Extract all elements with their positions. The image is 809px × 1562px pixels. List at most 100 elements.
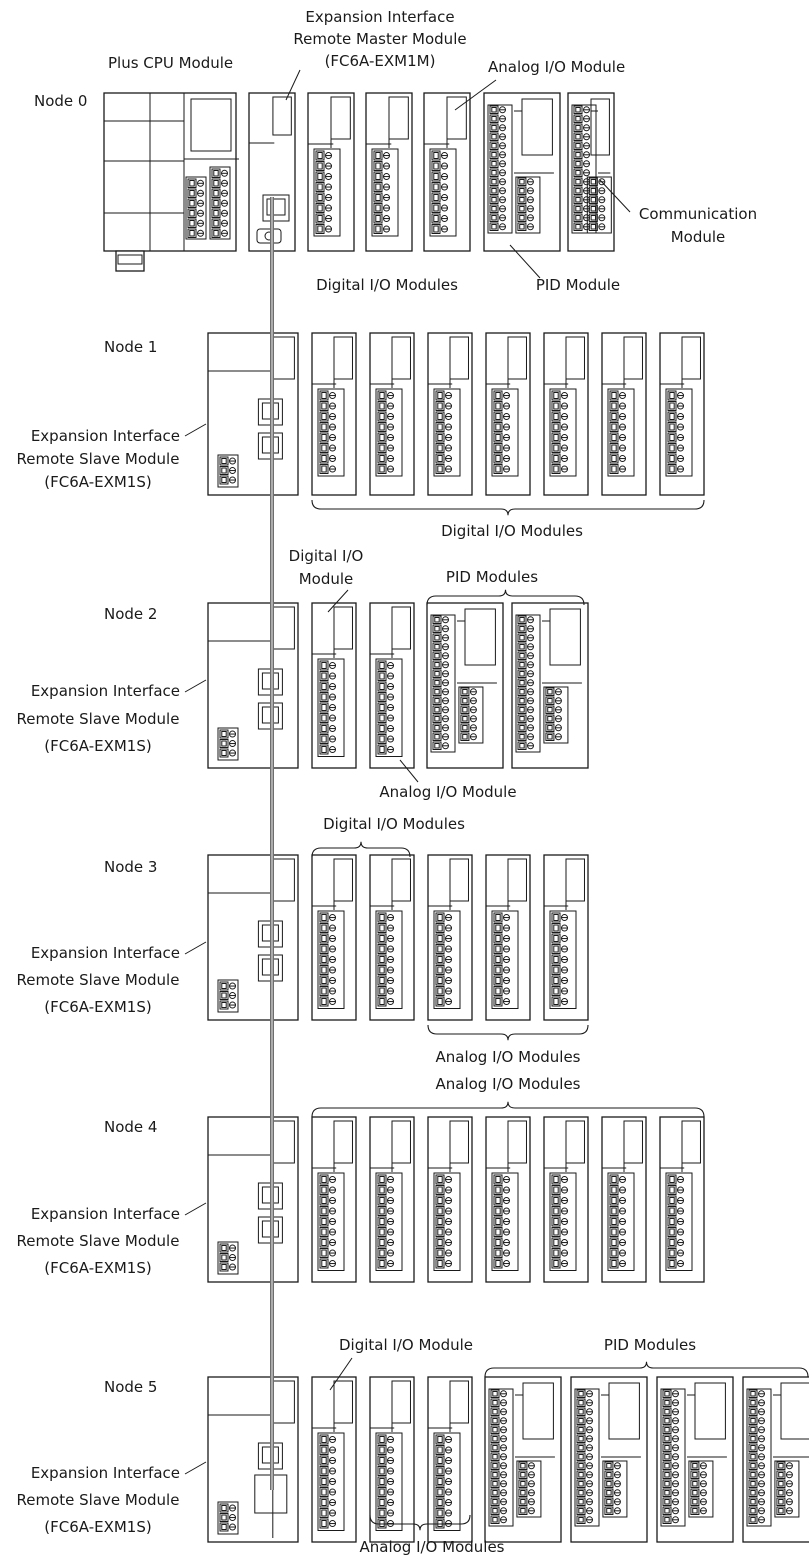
node2-slave-line3: (FC6A-EXM1S) (44, 737, 151, 755)
node3-slave-line3: (FC6A-EXM1S) (44, 998, 151, 1016)
node4-analog-module-3 (427, 1116, 473, 1283)
node1-slave-line1: Expansion Interface (31, 427, 180, 445)
master-callout (285, 69, 301, 101)
node4-slave-callout (184, 1202, 207, 1216)
node-4-label: Node 4 (104, 1118, 157, 1136)
node3-digital-label: Digital I/O Modules (323, 815, 465, 833)
node5-analog-label: Analog I/O Modules (359, 1538, 504, 1556)
node5-analog-module-2 (427, 1376, 473, 1543)
node1-digital-label: Digital I/O Modules (441, 522, 583, 540)
node4-analog-label: Analog I/O Modules (435, 1075, 580, 1093)
node0-pid-label: PID Module (536, 276, 620, 294)
node4-analog-module-5 (543, 1116, 589, 1283)
node3-analog-brace (427, 1024, 589, 1041)
node1-digital-module-7 (659, 332, 705, 496)
node5-remote-slave-module (207, 1376, 299, 1543)
remote-master-module (248, 92, 296, 252)
node1-digital-module-1 (311, 332, 357, 496)
node5-analog-module-1 (369, 1376, 415, 1543)
node3-slave-callout (184, 941, 207, 955)
node4-analog-module-4 (485, 1116, 531, 1283)
node5-analog-brace (369, 1514, 471, 1531)
node2-digital-callout (327, 589, 349, 613)
node5-slave-line3: (FC6A-EXM1S) (44, 1518, 151, 1536)
node2-slave-line1: Expansion Interface (31, 682, 180, 700)
node3-analog-module-2 (485, 854, 531, 1021)
plus-cpu-module (103, 92, 239, 272)
node5-pid-label: PID Modules (604, 1336, 696, 1354)
node3-digital-module-2 (369, 854, 415, 1021)
comm-label-line1: Communication (639, 205, 757, 223)
node1-digital-module-2 (369, 332, 415, 496)
node5-digital-callout (329, 1357, 353, 1391)
node2-analog-callout (399, 759, 419, 783)
master-label-line2: Remote Master Module (293, 30, 466, 48)
node2-digital-module (311, 602, 357, 769)
node4-analog-module-2 (369, 1116, 415, 1283)
node4-slave-line2: Remote Slave Module (17, 1232, 180, 1250)
node5-pid-module-2 (570, 1376, 648, 1543)
node0-digital-label: Digital I/O Modules (316, 276, 458, 294)
node1-digital-module-5 (543, 332, 589, 496)
node0-analog-label: Analog I/O Module (488, 58, 625, 76)
node4-analog-module-7 (659, 1116, 705, 1283)
pid-callout (509, 244, 541, 279)
node0-communication-module (567, 92, 615, 252)
master-label-line3: (FC6A-EXM1M) (325, 52, 436, 70)
node3-analog-label: Analog I/O Modules (435, 1048, 580, 1066)
node2-analog-module (369, 602, 415, 769)
node2-pid-module-1 (426, 602, 504, 769)
node5-pid-module-1 (484, 1376, 562, 1543)
node-0-label: Node 0 (34, 92, 87, 110)
comm-label-line2: Module (671, 228, 726, 246)
node5-pid-module-3 (656, 1376, 734, 1543)
node4-analog-module-6 (601, 1116, 647, 1283)
node1-slave-line2: Remote Slave Module (17, 450, 180, 468)
node3-analog-module-1 (427, 854, 473, 1021)
node3-slave-line2: Remote Slave Module (17, 971, 180, 989)
master-label-line1: Expansion Interface (305, 8, 454, 26)
node3-analog-module-3 (543, 854, 589, 1021)
node5-slave-line1: Expansion Interface (31, 1464, 180, 1482)
node3-slave-line1: Expansion Interface (31, 944, 180, 962)
node-1-label: Node 1 (104, 338, 157, 356)
node5-digital-module (311, 1376, 357, 1543)
node0-digital-module-1 (307, 92, 355, 252)
node0-digital-module-2 (365, 92, 413, 252)
node0-analog-callout (454, 79, 497, 111)
node2-pid-module-2 (511, 602, 589, 769)
node0-pid-module (483, 92, 561, 252)
node2-pid-brace (426, 589, 585, 606)
node5-slave-line2: Remote Slave Module (17, 1491, 180, 1509)
node1-slave-line3: (FC6A-EXM1S) (44, 473, 151, 491)
comm-callout (599, 179, 631, 213)
node3-digital-module-1 (311, 854, 357, 1021)
node1-digital-brace (311, 499, 705, 516)
node2-pid-label: PID Modules (446, 568, 538, 586)
node0-analog-module (423, 92, 471, 252)
node5-digital-label: Digital I/O Module (339, 1336, 473, 1354)
node-3-label: Node 3 (104, 858, 157, 876)
node5-slave-callout (184, 1461, 207, 1475)
node4-slave-line1: Expansion Interface (31, 1205, 180, 1223)
node4-analog-brace (311, 1101, 705, 1118)
node1-digital-module-4 (485, 332, 531, 496)
node2-slave-line2: Remote Slave Module (17, 710, 180, 728)
module-drawings (103, 69, 809, 1543)
node2-slave-callout (184, 679, 207, 693)
node3-remote-slave-module (207, 854, 299, 1021)
node4-slave-line3: (FC6A-EXM1S) (44, 1259, 151, 1277)
node5-pid-brace (484, 1361, 809, 1378)
node1-digital-module-3 (427, 332, 473, 496)
node1-digital-module-6 (601, 332, 647, 496)
node4-analog-module-1 (311, 1116, 357, 1283)
node5-pid-module-4 (742, 1376, 809, 1543)
node4-remote-slave-module (207, 1116, 299, 1283)
node1-remote-slave-module (207, 332, 299, 496)
node2-remote-slave-module (207, 602, 299, 769)
node-2-label: Node 2 (104, 605, 157, 623)
plus-cpu-label: Plus CPU Module (108, 54, 233, 72)
node3-digital-brace (311, 841, 411, 858)
node1-slave-callout (184, 423, 207, 437)
